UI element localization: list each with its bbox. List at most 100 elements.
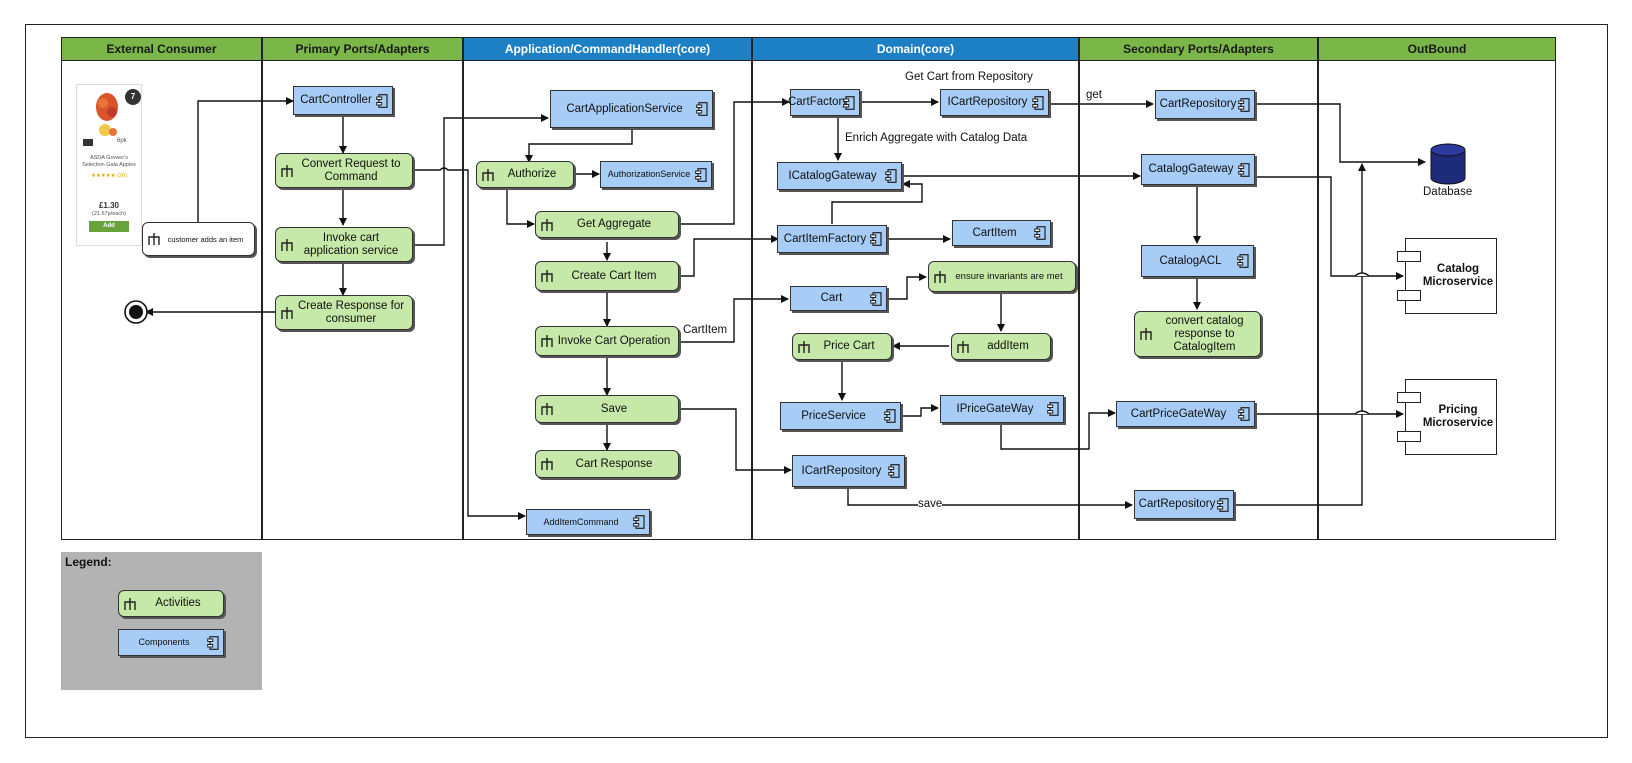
component-label: CartItemFactory [783, 232, 867, 245]
component-cart-item: CartItem [952, 220, 1051, 246]
component-label: CartFactory [787, 96, 849, 108]
activity-label: Create Response for consumer [297, 299, 405, 325]
lane-domain-core [752, 61, 1079, 540]
activity-icon [541, 403, 553, 415]
product-card: 7 6pk ASDA Grower's Selection Gala Apple… [76, 84, 142, 246]
component-port-icon [1397, 392, 1421, 403]
activity-icon [541, 218, 553, 231]
component-icon [633, 515, 645, 529]
component-icon [695, 167, 707, 182]
activity-icon [541, 270, 553, 282]
database-label: Database [1423, 186, 1473, 198]
component-cart-factory: CartFactory [787, 89, 860, 116]
component-icon [884, 409, 896, 423]
edge-label-cart-item: CartItem [683, 324, 728, 336]
component-price-service: PriceService [780, 402, 901, 430]
component-icon [207, 635, 219, 650]
component-icon [885, 169, 897, 183]
activity-ensure-invariants: ensure invariants are met [928, 261, 1076, 292]
apples-image-icon [96, 89, 141, 136]
component-catalog-gateway: CatalogGateway [1141, 154, 1255, 185]
lane-outbound [1318, 61, 1556, 540]
activity-icon [957, 340, 969, 353]
activity-label: Cart Response [575, 457, 653, 470]
activity-label: Authorize [507, 168, 557, 180]
activity-icon [281, 238, 293, 251]
diagram-frame [25, 24, 1608, 738]
component-icon [696, 102, 708, 116]
activity-label: addItem [987, 340, 1029, 352]
component-label: CatalogACL [1159, 254, 1222, 267]
component-authorization-service: AuthorizationService [600, 161, 712, 188]
database-icon [1430, 143, 1466, 185]
activity-add-item: addItem [951, 333, 1051, 360]
lane-secondary-ports [1079, 61, 1318, 540]
component-icon [376, 93, 388, 108]
component-icart-repository-top: ICartRepository [940, 89, 1049, 116]
activity-label: ensure invariants are met [955, 271, 1063, 282]
activity-icon [124, 597, 136, 610]
component-icon [1237, 254, 1249, 268]
activity-create-response: Create Response for consumer [275, 295, 413, 330]
edge-label-enrich-aggregate: Enrich Aggregate with Catalog Data [845, 132, 1028, 144]
component-icon [1034, 226, 1046, 240]
component-label: ICartRepository [947, 96, 1028, 108]
component-label: CartRepository [1159, 98, 1237, 110]
pack-size: 6pk [117, 138, 127, 144]
component-cart-repository-bottom: CartRepository [1134, 490, 1234, 519]
component-icon [888, 464, 900, 478]
legend-components: Components [118, 629, 224, 656]
activity-label: Convert Request to Command [301, 157, 401, 183]
lane-header-domain-core: Domain(core) [752, 37, 1079, 61]
activity-icon [541, 458, 553, 470]
activity-label: convert catalog response to CatalogItem [1165, 314, 1244, 353]
activity-icon [541, 335, 553, 347]
component-cart-controller: CartController [293, 86, 393, 115]
component-port-icon [1397, 290, 1421, 301]
component-port-icon [1397, 431, 1421, 442]
component-label: CartItem [972, 226, 1017, 239]
pricing-microservice: Pricing Microservice [1397, 379, 1497, 455]
legend-components-label: Components [138, 637, 190, 647]
lane-header-primary-ports: Primary Ports/Adapters [262, 37, 463, 61]
activity-icon [281, 306, 293, 319]
activity-label: Create Cart Item [571, 269, 657, 282]
component-icon [843, 95, 855, 110]
product-rating: ★★★★★ (20) [91, 173, 127, 179]
component-cart-item-factory: CartItemFactory [777, 225, 887, 253]
activity-label: Price Cart [823, 340, 875, 352]
add-button[interactable]: Add [89, 221, 129, 232]
activity-convert-catalog-response: convert catalog response to CatalogItem [1134, 311, 1261, 357]
component-icon [1032, 95, 1044, 110]
product-unit-price: (21.67p/each) [92, 211, 126, 217]
component-iprice-gateway: IPriceGateWay [940, 395, 1064, 423]
catalog-microservice: Catalog Microservice [1397, 238, 1497, 314]
activity-cart-response: Cart Response [535, 450, 679, 478]
activity-icon [1140, 328, 1152, 340]
activity-label: Invoke cart application service [303, 231, 399, 257]
legend-title: Legend: [65, 555, 112, 569]
component-label: CartApplicationService [566, 102, 683, 115]
component-label: ICatalogGateway [788, 169, 877, 182]
lane-external-consumer [61, 61, 262, 540]
product-price: £1.30 [98, 201, 120, 210]
component-icon [870, 291, 882, 306]
component-add-item-command: AddItemCommand [526, 509, 650, 535]
activity-label: Save [600, 402, 628, 415]
activity-create-cart-item: Create Cart Item [535, 261, 679, 291]
activity-customer-adds-item: customer adds an item [142, 222, 255, 256]
component-icatalog-gateway: ICatalogGateway [777, 162, 902, 190]
legend: Legend: [61, 552, 262, 690]
activity-icon [934, 270, 946, 283]
activity-icon [798, 340, 810, 353]
component-catalog-acl: CatalogACL [1141, 245, 1254, 277]
activity-authorize: Authorize [476, 161, 574, 188]
component-label: CartPriceGateWay [1130, 407, 1227, 420]
component-icon [1238, 162, 1250, 177]
catalog-microservice-label: Catalog Microservice [1422, 263, 1494, 288]
activity-invoke-cart-operation: Invoke Cart Operation [535, 326, 679, 356]
activity-convert-request: Convert Request to Command [275, 153, 413, 188]
component-icon [1238, 97, 1250, 112]
activity-icon [482, 168, 494, 181]
